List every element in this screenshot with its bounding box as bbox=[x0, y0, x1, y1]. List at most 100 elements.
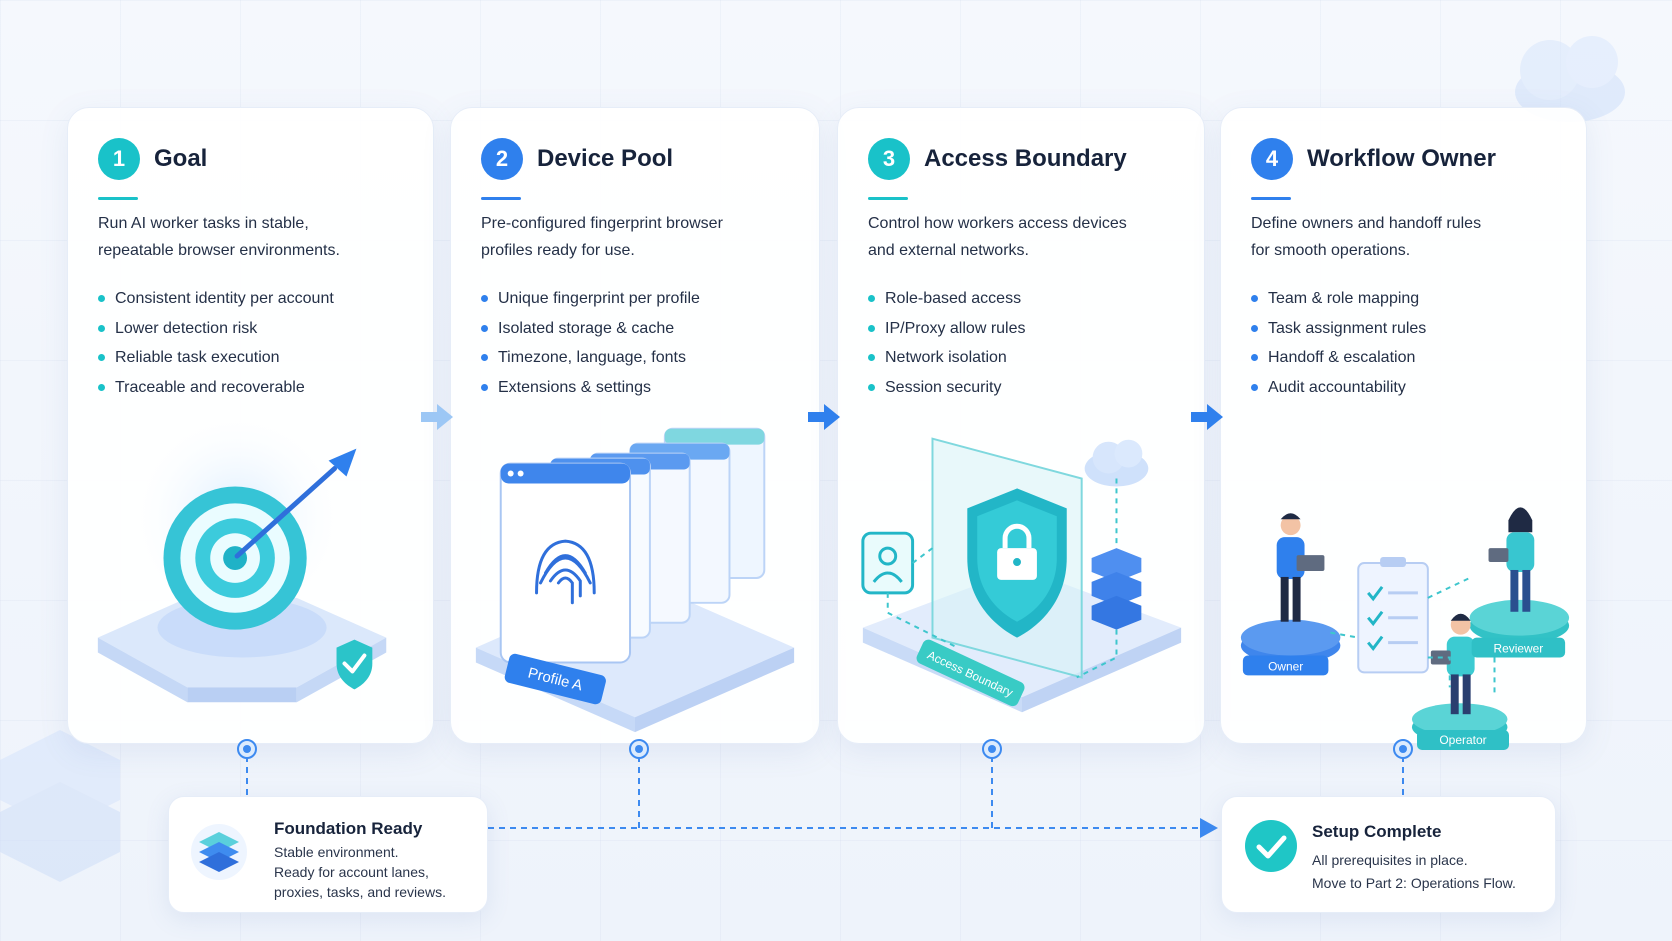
bullet-dot bbox=[868, 295, 875, 303]
bullet-text: Reliable task execution bbox=[115, 349, 280, 366]
bullet-text: Role-based access bbox=[885, 290, 1022, 307]
list-item: Task assignment rules bbox=[1251, 314, 1426, 344]
complete-line: All prerequisites in place. bbox=[1312, 852, 1468, 868]
bullet-text: Timezone, language, fonts bbox=[498, 349, 686, 366]
bullet-text: Team & role mapping bbox=[1268, 290, 1420, 307]
arrow-right-icon bbox=[808, 404, 840, 430]
foundation-line: proxies, tasks, and reviews. bbox=[274, 884, 446, 900]
card-title: Workflow Owner bbox=[1307, 145, 1496, 172]
owner-role-label: Owner bbox=[1268, 659, 1303, 673]
bullet-dot bbox=[868, 383, 875, 391]
description-line: and external networks. bbox=[868, 242, 1029, 259]
bullet-text: IP/Proxy allow rules bbox=[885, 319, 1026, 337]
step-number-badge: 2 bbox=[481, 138, 523, 180]
bullet-text: Extensions & settings bbox=[498, 378, 651, 396]
bullet-list: Unique fingerprint per profile Isolated … bbox=[481, 284, 700, 402]
card-title: Device Pool bbox=[537, 145, 674, 172]
step-number-badge: 3 bbox=[868, 138, 910, 180]
bullet-dot bbox=[868, 324, 875, 332]
title-underline bbox=[868, 197, 908, 200]
bullet-dot bbox=[98, 324, 105, 332]
description-line: repeatable browser environments. bbox=[98, 242, 340, 259]
card-workflow-owner-header: 4 Workflow Owner bbox=[1251, 138, 1496, 180]
bullet-list: Consistent identity per account Lower de… bbox=[98, 284, 334, 402]
step-number-badge: 4 bbox=[1251, 138, 1293, 180]
bullet-text: Audit accountability bbox=[1268, 378, 1406, 396]
card-title: Goal bbox=[154, 145, 208, 172]
bullet-dot bbox=[1251, 383, 1258, 391]
check-circle-icon bbox=[1245, 820, 1297, 872]
title-underline bbox=[1251, 197, 1291, 200]
list-item: Audit accountability bbox=[1251, 373, 1426, 403]
bullet-dot bbox=[1251, 354, 1258, 362]
foundation-line: Stable environment. bbox=[274, 844, 399, 860]
bullet-dot bbox=[868, 354, 875, 362]
operator-role-tag: Operator bbox=[1417, 730, 1509, 750]
list-item: IP/Proxy allow rules bbox=[868, 314, 1026, 344]
list-item: Consistent identity per account bbox=[98, 284, 334, 314]
list-item: Team & role mapping bbox=[1251, 284, 1426, 314]
foundation-line: Ready for account lanes, bbox=[274, 864, 429, 880]
list-item: Reliable task execution bbox=[98, 343, 334, 373]
bullet-dot bbox=[481, 324, 488, 332]
description-line: profiles ready for use. bbox=[481, 242, 635, 259]
card-access-boundary-header: 3 Access Boundary bbox=[868, 138, 1127, 180]
foundation-ready-box: Foundation Ready Stable environment. Rea… bbox=[168, 796, 488, 913]
arrow-right-icon bbox=[1191, 404, 1223, 430]
browser-profiles-illustration: Profile A bbox=[475, 427, 795, 733]
bullet-list: Team & role mapping Task assignment rule… bbox=[1251, 284, 1426, 402]
complete-title: Setup Complete bbox=[1312, 822, 1442, 841]
list-item: Handoff & escalation bbox=[1251, 343, 1426, 373]
setup-complete-box: Setup Complete All prerequisites in plac… bbox=[1221, 796, 1556, 913]
bullet-dot bbox=[98, 295, 105, 303]
list-item: Unique fingerprint per profile bbox=[481, 284, 700, 314]
bullet-text: Handoff & escalation bbox=[1268, 349, 1416, 366]
description-line: Control how workers access devices bbox=[868, 215, 1127, 232]
card-title: Access Boundary bbox=[924, 145, 1127, 172]
description-line: for smooth operations. bbox=[1251, 242, 1411, 259]
shield-boundary-illustration: Access Boundary bbox=[861, 437, 1182, 713]
list-item: Extensions & settings bbox=[481, 373, 700, 403]
card-workflow-owner: 4 Workflow Owner Define owners and hando… bbox=[1220, 107, 1587, 750]
arrow-right-icon bbox=[421, 404, 453, 430]
card-description: Control how workers access devices and e… bbox=[868, 210, 1168, 264]
title-underline bbox=[481, 197, 521, 200]
card-description: Pre-configured fingerprint browser profi… bbox=[481, 210, 781, 264]
card-goal-header: 1 Goal bbox=[98, 138, 207, 180]
list-item: Timezone, language, fonts bbox=[481, 343, 700, 373]
bullet-text: Traceable and recoverable bbox=[115, 378, 305, 396]
list-item: Network isolation bbox=[868, 343, 1026, 373]
description-line: Pre-configured fingerprint browser bbox=[481, 215, 723, 232]
list-item: Traceable and recoverable bbox=[98, 373, 334, 403]
list-item: Isolated storage & cache bbox=[481, 314, 700, 344]
title-underline bbox=[98, 197, 138, 200]
list-item: Session security bbox=[868, 373, 1026, 403]
bullet-dot bbox=[1251, 324, 1258, 332]
card-description: Define owners and handoff rules for smoo… bbox=[1251, 210, 1551, 264]
bullet-dot bbox=[1251, 295, 1258, 303]
card-device-pool: 2 Device Pool Pre-configured fingerprint… bbox=[450, 107, 820, 744]
bullet-text: Consistent identity per account bbox=[115, 290, 334, 307]
complete-line: Move to Part 2: Operations Flow. bbox=[1312, 875, 1516, 891]
card-access-boundary: 3 Access Boundary Control how workers ac… bbox=[837, 107, 1205, 744]
foundation-title: Foundation Ready bbox=[274, 819, 423, 838]
workflow-team-illustration: Owner Reviewer bbox=[1240, 507, 1570, 738]
bullet-dot bbox=[481, 295, 488, 303]
foundation-text: Foundation Ready Stable environment. Rea… bbox=[274, 819, 446, 902]
bullet-text: Task assignment rules bbox=[1268, 319, 1427, 337]
step-number-badge: 1 bbox=[98, 138, 140, 180]
complete-text: Setup Complete All prerequisites in plac… bbox=[1312, 822, 1516, 895]
list-item: Lower detection risk bbox=[98, 314, 334, 344]
card-device-pool-header: 2 Device Pool bbox=[481, 138, 673, 180]
target-illustration bbox=[97, 408, 387, 703]
list-item: Role-based access bbox=[868, 284, 1026, 314]
bullet-text: Session security bbox=[885, 378, 1002, 396]
reviewer-role-label: Reviewer bbox=[1494, 642, 1544, 656]
bullet-list: Role-based access IP/Proxy allow rules N… bbox=[868, 284, 1026, 402]
card-description: Run AI worker tasks in stable, repeatabl… bbox=[98, 210, 398, 264]
bullet-text: Lower detection risk bbox=[115, 319, 258, 337]
bullet-text: Isolated storage & cache bbox=[498, 319, 675, 337]
bullet-dot bbox=[481, 354, 488, 362]
bullet-dot bbox=[98, 354, 105, 362]
bullet-dot bbox=[481, 383, 488, 391]
